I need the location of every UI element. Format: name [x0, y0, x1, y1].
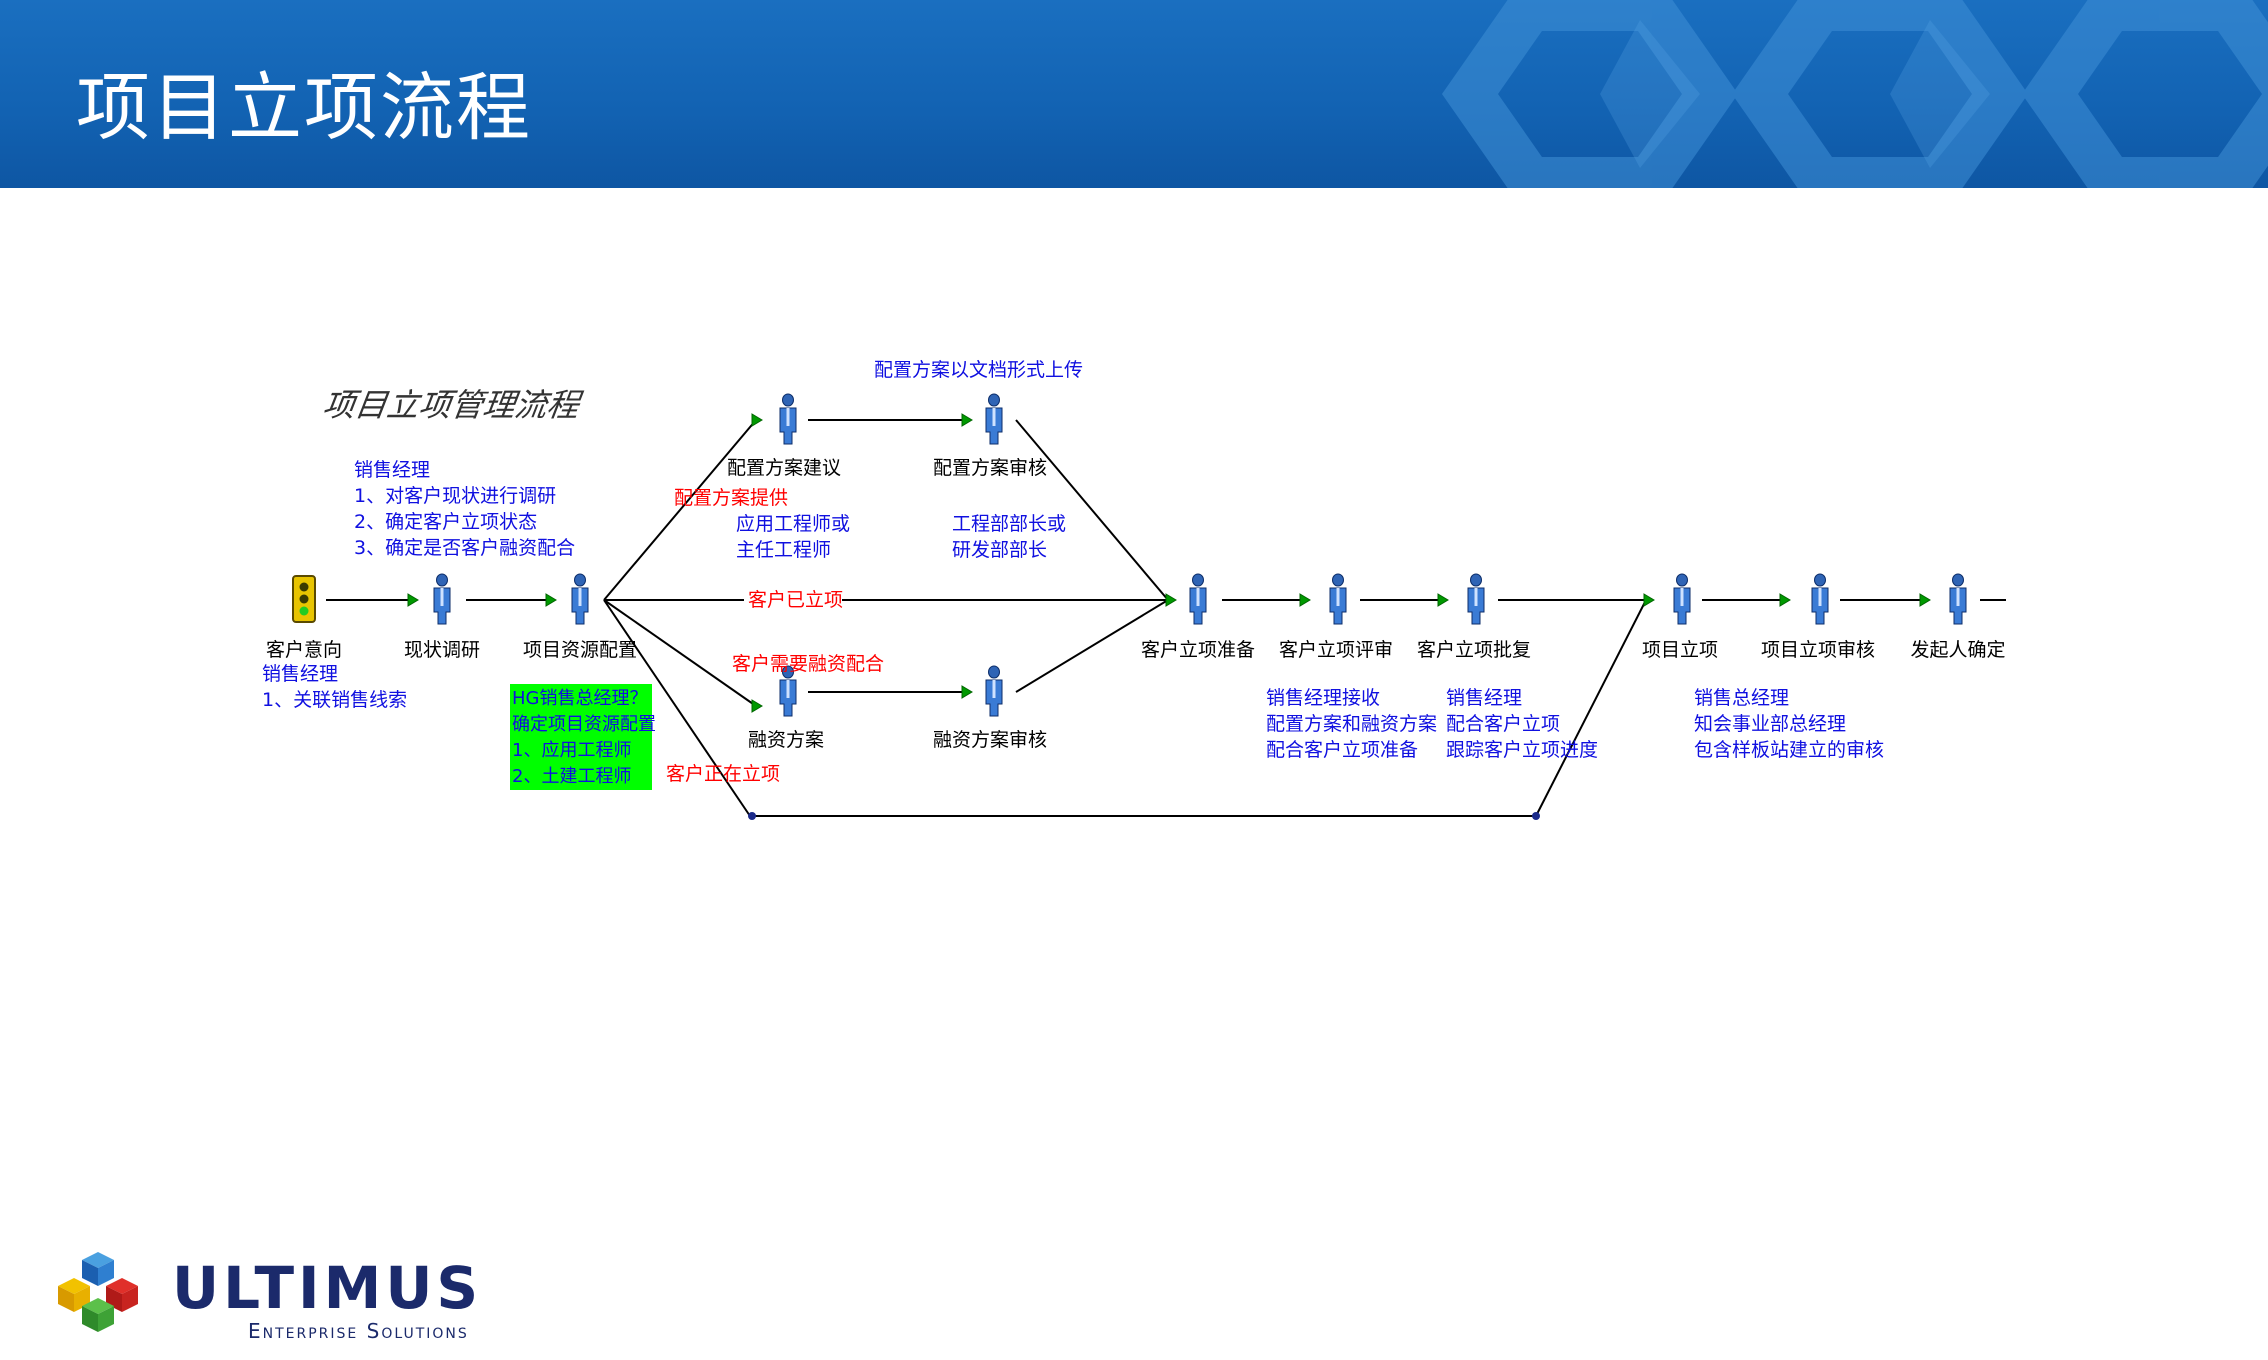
node-resource-config-icon[interactable] — [571, 573, 589, 625]
node-label: 融资方案审核 — [933, 729, 1047, 751]
connector-lines — [326, 419, 2006, 817]
note-line: 销售总经理 — [1694, 687, 1789, 709]
note-line: 销售经理接收 — [1266, 687, 1380, 709]
note-line: 工程部部长或 — [952, 513, 1066, 535]
note-line: 确定项目资源配置 — [512, 714, 656, 735]
node-label: 客户意向 — [266, 639, 342, 661]
note-config-upload: 配置方案以文档形式上传 — [874, 359, 1083, 381]
node-project-review-icon[interactable] — [1811, 573, 1829, 625]
node-customer-prep-icon[interactable] — [1189, 573, 1207, 625]
node-customer-approve-icon[interactable] — [1467, 573, 1485, 625]
note-line: 配合客户立项准备 — [1266, 739, 1418, 761]
junction-dot — [1532, 812, 1540, 820]
note-line: 2、确定客户立项状态 — [354, 511, 537, 533]
ultimus-logo: ULTIMUS Enterprise Solutions — [52, 1246, 612, 1346]
node-label: 客户立项评审 — [1279, 639, 1393, 661]
start-traffic-light-icon[interactable] — [292, 575, 316, 623]
logo-tagline: Enterprise Solutions — [248, 1319, 469, 1343]
note-line: 研发部部长 — [952, 539, 1047, 561]
node-label: 融资方案 — [748, 729, 824, 751]
condition-label: 客户需要融资配合 — [732, 653, 884, 675]
node-config-proposal-icon[interactable] — [779, 393, 797, 445]
note-line: 应用工程师或 — [736, 513, 850, 535]
diagram-title: 项目立项管理流程 — [320, 386, 585, 424]
note-line: 销售经理 — [262, 663, 338, 685]
node-label: 项目立项审核 — [1761, 639, 1875, 661]
note-line: 配合客户立项 — [1446, 713, 1560, 735]
node-label: 客户立项准备 — [1141, 639, 1255, 661]
node-initiator-confirm-icon[interactable] — [1949, 573, 1967, 625]
node-label: 客户立项批复 — [1417, 639, 1531, 661]
node-label: 发起人确定 — [1910, 639, 2005, 661]
slide-title: 项目立项流程 — [76, 65, 532, 151]
note-line: 1、应用工程师 — [512, 740, 631, 761]
condition-label: 客户正在立项 — [666, 763, 780, 785]
note-line: 1、对客户现状进行调研 — [354, 485, 556, 507]
node-financing-review-icon[interactable] — [985, 665, 1003, 717]
note-line: HG销售总经理？ — [512, 688, 647, 709]
note-line: 跟踪客户立项进度 — [1446, 739, 1598, 761]
note-line: 3、确定是否客户融资配合 — [354, 537, 575, 559]
node-label: 项目资源配置 — [523, 639, 637, 661]
node-survey-icon[interactable] — [433, 573, 451, 625]
note-line: 配置方案和融资方案 — [1266, 713, 1437, 735]
note-line: 1、关联销售线索 — [262, 689, 407, 711]
node-config-review-icon[interactable] — [985, 393, 1003, 445]
condition-label: 客户已立项 — [748, 589, 843, 611]
condition-label: 配置方案提供 — [674, 487, 788, 509]
node-label: 配置方案审核 — [933, 457, 1047, 479]
note-line: 销售经理 — [354, 459, 430, 481]
logo-cubes-icon — [58, 1252, 138, 1332]
node-customer-eval-icon[interactable] — [1329, 573, 1347, 625]
resource-note-box: HG销售总经理？ 确定项目资源配置 1、应用工程师 2、土建工程师 — [510, 684, 656, 790]
note-line: 知会事业部总经理 — [1694, 713, 1846, 735]
node-label: 项目立项 — [1642, 639, 1718, 661]
logo-graphic: ULTIMUS Enterprise Solutions — [58, 1252, 482, 1343]
header-hexagon-decoration — [1441, 0, 2268, 188]
note-line: 包含样板站建立的审核 — [1694, 739, 1884, 761]
node-project-init-icon[interactable] — [1673, 573, 1691, 625]
logo-brand: ULTIMUS — [172, 1254, 482, 1322]
header-banner: 项目立项流程 — [0, 0, 2268, 188]
note-line: 销售经理 — [1446, 687, 1522, 709]
note-line: 主任工程师 — [736, 539, 831, 561]
node-label: 现状调研 — [404, 639, 480, 661]
node-label: 配置方案建议 — [727, 457, 841, 479]
junction-dot — [748, 812, 756, 820]
note-line: 2、土建工程师 — [512, 766, 631, 787]
